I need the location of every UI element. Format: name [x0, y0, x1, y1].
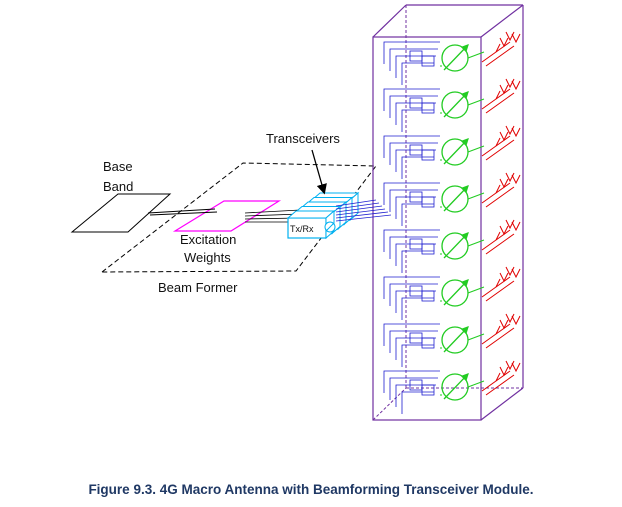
- antenna-element: [383, 78, 521, 132]
- antenna-element: [383, 313, 521, 367]
- baseband-label-line1: Base: [103, 159, 133, 174]
- txrx-label: Tx/Rx: [290, 224, 314, 234]
- baseband-plane: [70, 193, 172, 233]
- baseband-label-line2: Band: [103, 179, 133, 194]
- figure-caption: Figure 9.3. 4G Macro Antenna with Beamfo…: [88, 482, 534, 497]
- excitation-label-line2: Weights: [184, 250, 231, 265]
- transceivers-pointer: [311, 149, 327, 195]
- excitation-weights-plane: [172, 200, 282, 232]
- antenna-enclosure: [372, 4, 524, 421]
- beam-former-label: Beam Former: [158, 280, 238, 295]
- antenna-element: [383, 31, 521, 85]
- excitation-label-line1: Excitation: [180, 232, 236, 247]
- feed-bus: [335, 199, 392, 222]
- transceiver-stack: [286, 191, 360, 240]
- antenna-elements: [383, 31, 521, 414]
- antenna-element: [383, 172, 521, 226]
- transceivers-label: Transceivers: [266, 131, 340, 146]
- baseband-link: [147, 208, 218, 216]
- beam-former-plane: [100, 162, 377, 273]
- antenna-element: [383, 360, 521, 414]
- antenna-element: [383, 266, 521, 320]
- antenna-element: [383, 219, 521, 273]
- antenna-element: [383, 125, 521, 179]
